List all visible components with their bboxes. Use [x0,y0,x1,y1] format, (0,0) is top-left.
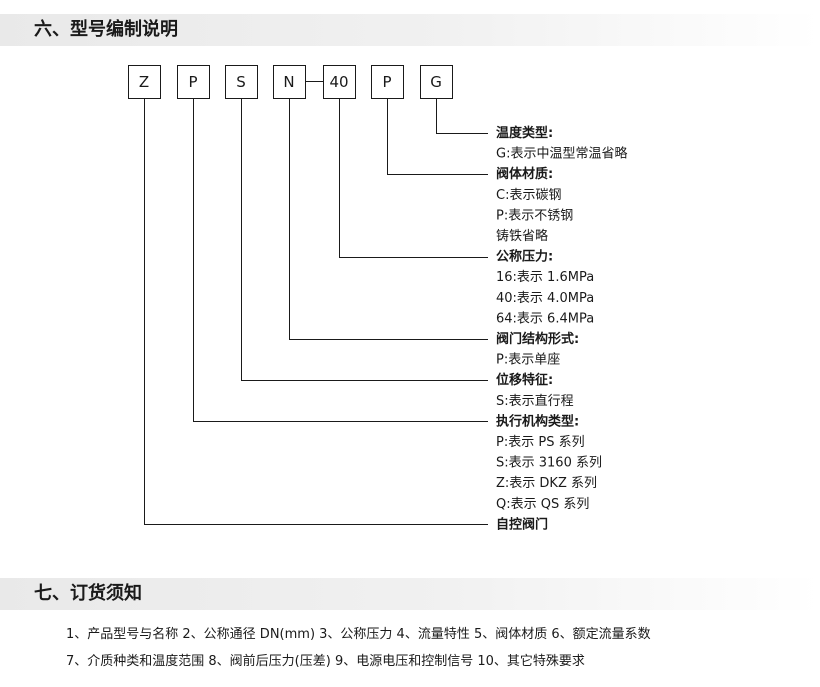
connector-lines [144,98,488,525]
connector-2 [339,98,488,258]
section-6-header-bar [0,14,820,46]
group-title-0: 温度类型: [496,125,553,141]
connector-0 [436,98,488,134]
group-1-line-0: C:表示碳钢 [496,188,561,203]
connector-6 [144,98,488,525]
group-title-2: 公称压力: [496,249,553,265]
group-title-1: 阀体材质: [496,166,553,182]
group-2-line-2: 64:表示 6.4MPa [496,311,594,326]
group-title-6: 自控阀门 [496,516,548,532]
model-code-boxes: Z P S N 40 P G [128,65,453,99]
code-box-1 [177,65,210,99]
code-box-label-1: P [188,73,197,91]
connector-4 [241,98,488,381]
group-5-line-2: Z:表示 DKZ 系列 [496,476,597,491]
section-7-title: 七、订货须知 [34,583,142,604]
group-5-line-3: Q:表示 QS 系列 [496,497,589,512]
order-notes-line-1: 1、产品型号与名称 2、公称通径 DN(mm) 3、公称压力 4、流量特性 5、… [66,627,651,642]
group-title-3: 阀门结构形式: [496,331,579,347]
group-1-line-2: 铸铁省略 [496,228,548,244]
group-4-line-0: S:表示直行程 [496,394,574,409]
group-5-line-0: P:表示 PS 系列 [496,435,585,450]
code-box-label-4: 40 [329,73,348,91]
code-box-label-0: Z [139,73,149,91]
code-box-label-2: S [236,73,246,91]
group-2-line-1: 40:表示 4.0MPa [496,291,594,306]
section-6-title: 六、型号编制说明 [34,19,178,40]
code-box-0 [128,65,161,99]
group-0-line-0: G:表示中温型常温省略 [496,146,627,162]
code-box-label-3: N [283,73,294,91]
group-title-5: 执行机构类型: [496,413,579,429]
code-box-label-6: G [430,73,442,91]
order-notes: 1、产品型号与名称 2、公称通径 DN(mm) 3、公称压力 4、流量特性 5、… [66,621,651,675]
section-7-header-bar [0,578,820,610]
code-box-label-5: P [382,73,391,91]
group-2-line-0: 16:表示 1.6MPa [496,270,594,285]
connector-5 [193,98,488,422]
connector-1 [387,98,488,175]
order-notes-line-2: 7、介质种类和温度范围 8、阀前后压力(压差) 9、电源电压和控制信号 10、其… [66,654,585,669]
group-1-line-1: P:表示不锈钢 [496,208,573,223]
group-title-4: 位移特征: [496,372,553,388]
group-3-line-0: P:表示单座 [496,353,560,368]
group-5-line-1: S:表示 3160 系列 [496,456,602,471]
connector-3 [289,98,488,340]
